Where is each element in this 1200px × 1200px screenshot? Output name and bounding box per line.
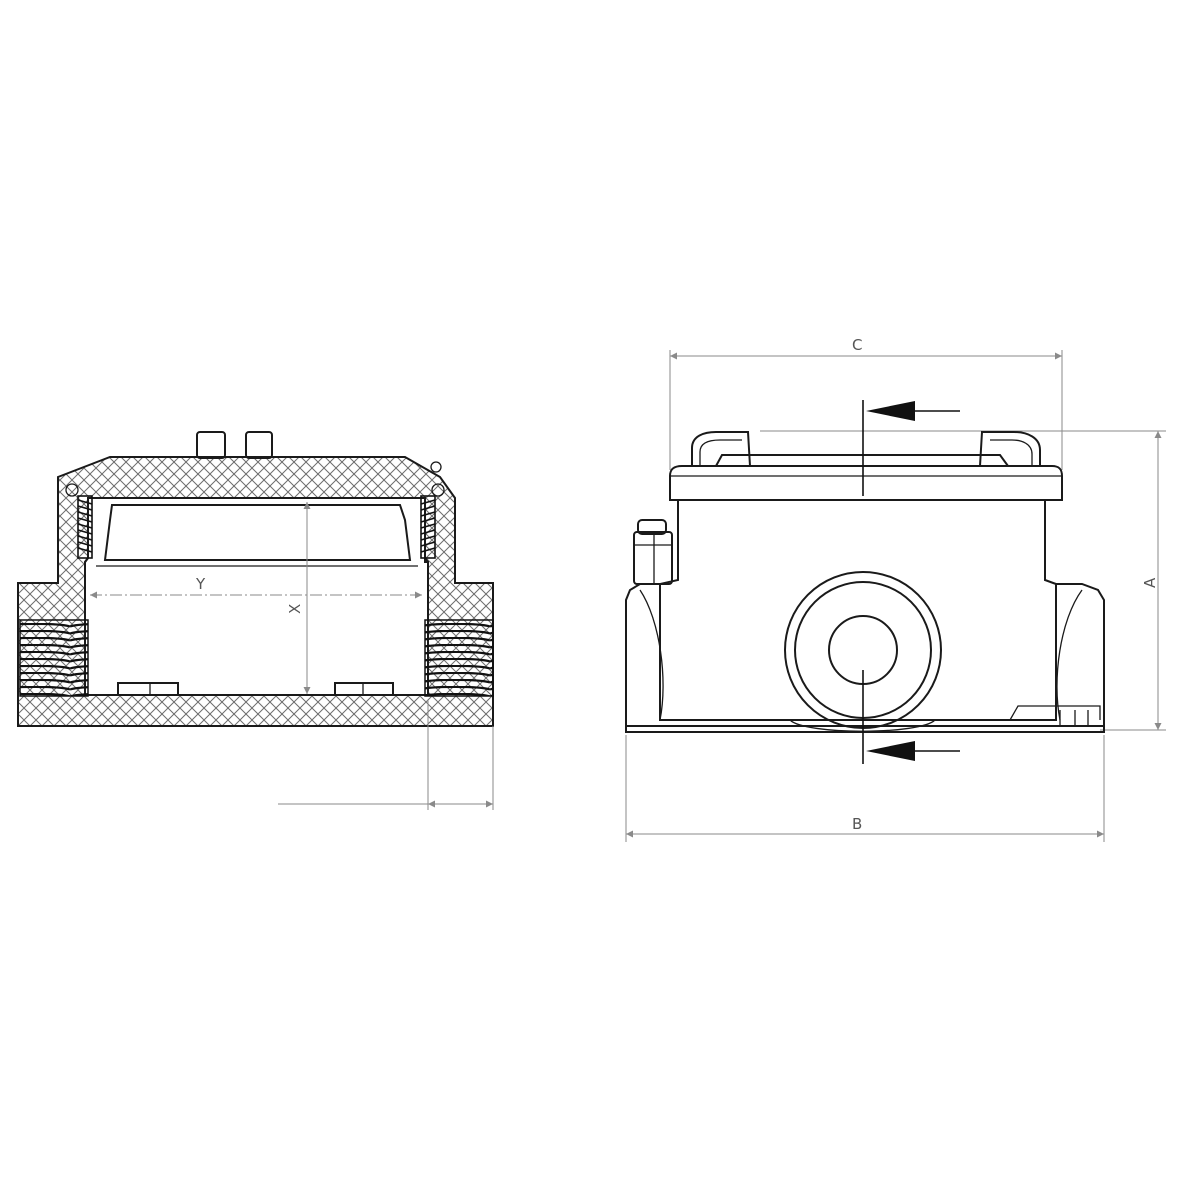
dim-a-label: A — [1141, 577, 1159, 588]
elevation-lug-left-inner — [699, 439, 742, 466]
section-oring-left — [65, 483, 79, 497]
section-entry-thread-right — [424, 619, 494, 697]
elevation-base-step — [1009, 705, 1101, 721]
dim-b-label: B — [852, 815, 862, 833]
section-screw-top — [430, 461, 442, 473]
section-arrow-bottom — [866, 741, 960, 761]
section-arrow-top — [866, 401, 960, 421]
elevation-body — [659, 500, 1057, 721]
elevation-cover-top — [715, 454, 1009, 467]
section-cover-thread-right-coils — [420, 499, 436, 553]
elevation-screw-head — [637, 519, 667, 535]
section-oring-right — [431, 483, 445, 497]
section-cavity — [84, 497, 429, 696]
section-cover-thread-left-coils — [77, 499, 93, 553]
section-bolt-left — [196, 431, 226, 459]
dim-y-label: Y — [195, 575, 206, 593]
elevation-base — [625, 725, 1105, 733]
section-boss-right — [334, 682, 394, 695]
section-entry-thread-left — [19, 619, 89, 697]
elevation-screw-stack — [633, 531, 673, 585]
dim-c-label: C — [852, 336, 862, 354]
elevation-entry-left — [625, 583, 664, 727]
section-cover-thread-left — [77, 495, 93, 559]
section-boss-left — [117, 682, 179, 695]
elevation-view: C A B — [625, 336, 1166, 842]
elevation-lug-left — [691, 431, 751, 467]
section-bolt-right — [245, 431, 273, 459]
elevation-entry-left-curve — [639, 589, 664, 721]
elevation-lug-right-inner — [990, 439, 1033, 466]
elevation-cover-rim — [669, 465, 1063, 501]
section-view: Y X — [17, 431, 494, 810]
elevation-entry-right-curve — [1056, 589, 1083, 721]
section-cover-thread-right — [420, 495, 436, 559]
elevation-lug-right — [979, 431, 1041, 467]
dim-x-label: X — [286, 604, 304, 614]
section-inner-cover — [103, 504, 412, 561]
